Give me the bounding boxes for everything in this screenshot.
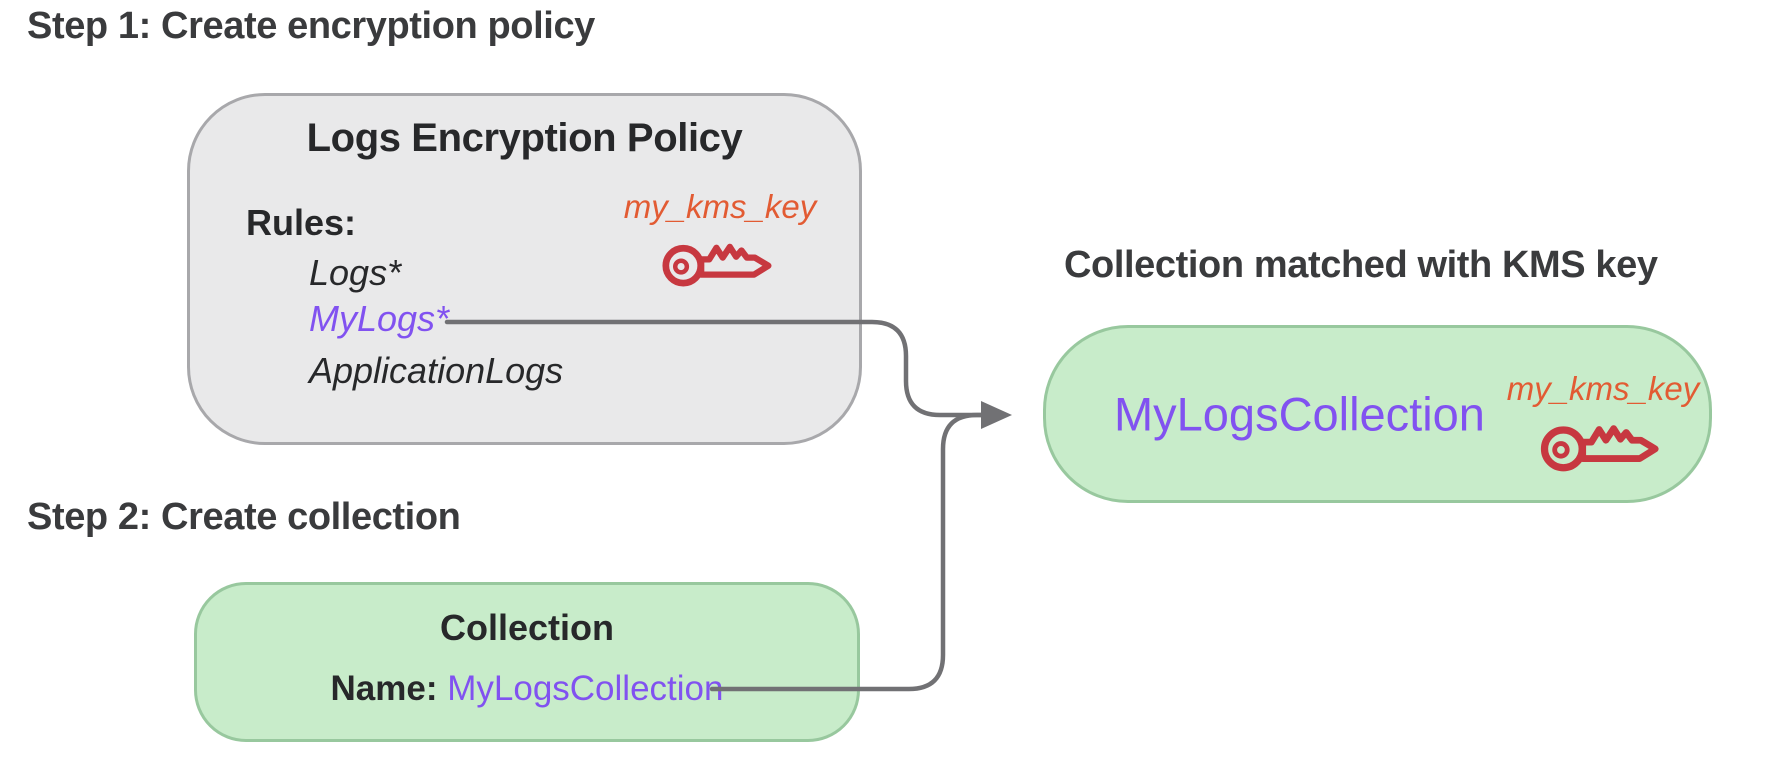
rule-mylogs-matched: MyLogs* <box>309 298 450 339</box>
collection-box: Collection Name: MyLogsCollection <box>194 582 860 742</box>
encryption-policy-box: Logs Encryption Policy Rules: Logs* MyLo… <box>187 93 862 445</box>
collection-name-row: Name: MyLogsCollection <box>197 669 857 709</box>
policy-box-title: Logs Encryption Policy <box>306 116 743 160</box>
kms-key-label: my_kms_key <box>623 188 817 225</box>
rule-applicationlogs: ApplicationLogs <box>309 350 564 391</box>
step1-heading: Step 1: Create encryption policy <box>27 5 595 47</box>
collection-name-value: MyLogsCollection <box>447 669 724 708</box>
collection-box-title: Collection <box>439 607 614 648</box>
result-kms-key-group: my_kms_key <box>1498 370 1708 475</box>
arrowhead-icon <box>981 401 1012 429</box>
matched-collection-name: MyLogsCollection <box>1114 387 1485 441</box>
step2-heading: Step 2: Create collection <box>27 496 461 538</box>
kms-key-icon <box>662 243 772 287</box>
rules-label: Rules: <box>246 202 357 243</box>
matched-collection-box: MyLogsCollection my_kms_key <box>1043 325 1712 503</box>
policy-kms-key-group: my_kms_key <box>620 188 820 291</box>
result-heading: Collection matched with KMS key <box>1064 244 1658 286</box>
rule-logs: Logs* <box>309 252 402 293</box>
kms-key-label: my_kms_key <box>1506 370 1700 407</box>
kms-key-icon <box>1540 425 1659 472</box>
collection-name-label: Name: <box>330 669 438 708</box>
